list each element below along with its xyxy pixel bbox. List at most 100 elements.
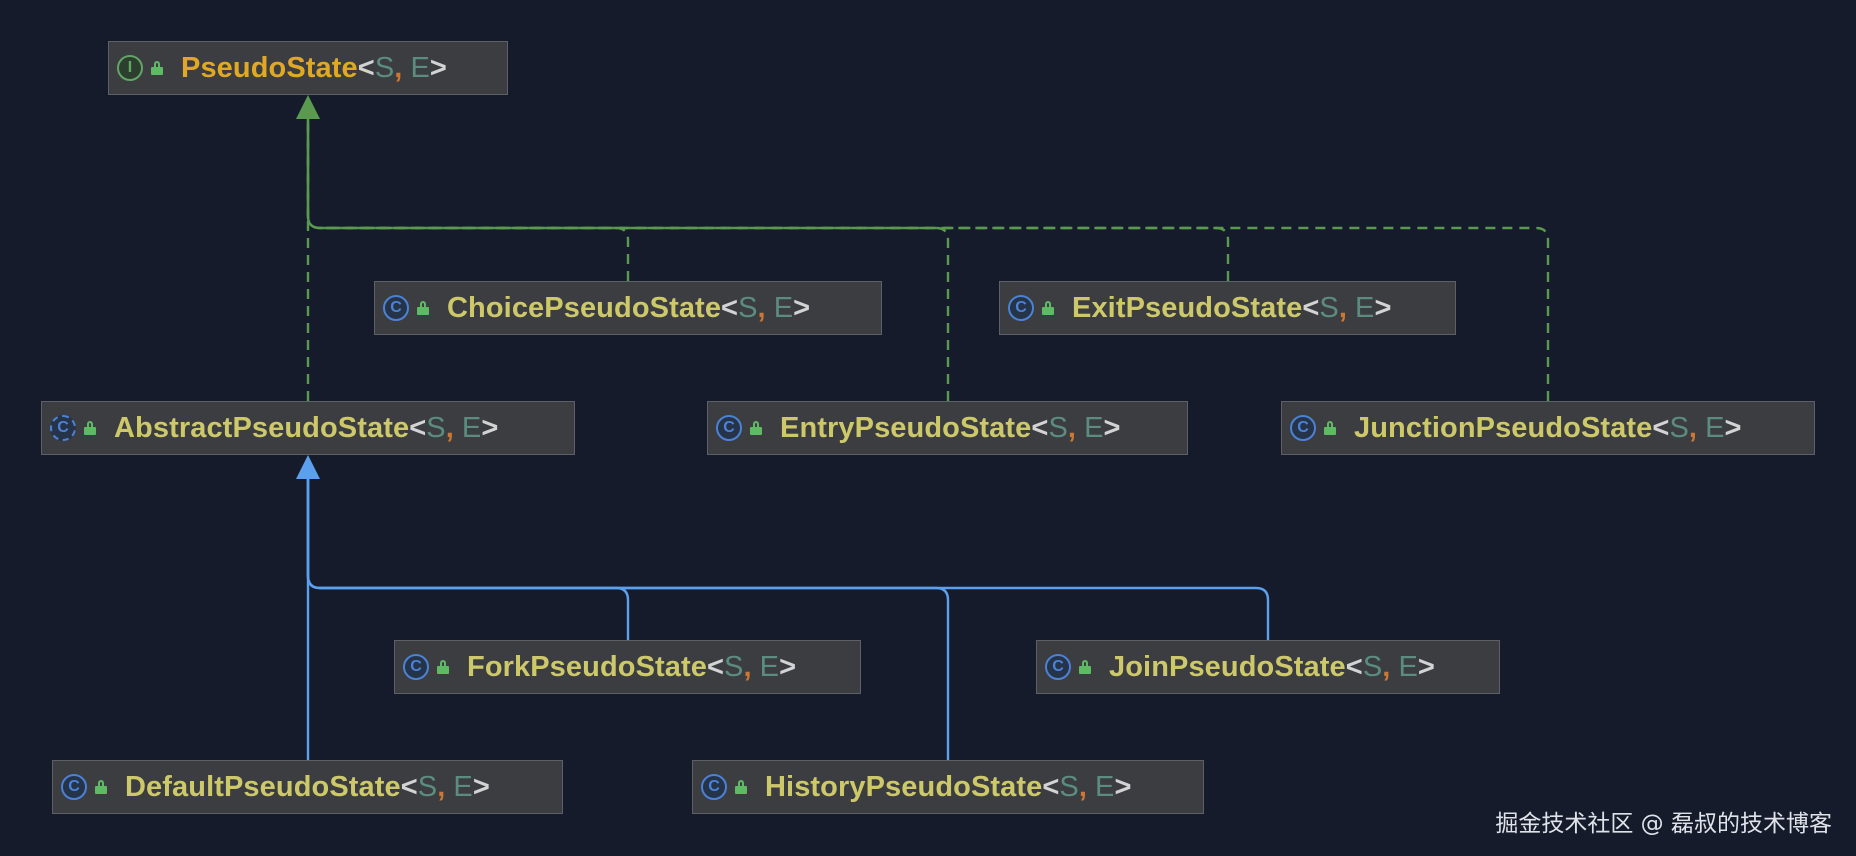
class-icon: C <box>1290 415 1316 441</box>
class-name: ForkPseudoState <box>467 650 707 683</box>
type-close: > <box>481 411 499 444</box>
class-icon: C <box>701 774 727 800</box>
public-lock-icon <box>1079 660 1091 674</box>
public-lock-icon <box>84 421 96 435</box>
class-name: AbstractPseudoState <box>114 411 410 444</box>
class-name: PseudoState <box>181 51 358 84</box>
type-param: E <box>1084 411 1104 444</box>
edge-implements-1 <box>306 115 630 281</box>
type-separator: , <box>1382 650 1391 683</box>
type-close: > <box>1417 650 1435 683</box>
public-lock-icon <box>750 421 762 435</box>
class-label: ChoicePseudoState<S,E> <box>447 292 810 325</box>
type-separator: , <box>445 411 454 444</box>
type-param: E <box>1398 650 1418 683</box>
type-param: E <box>1095 770 1115 803</box>
type-open: < <box>707 650 725 683</box>
type-close: > <box>472 770 490 803</box>
interface-icon: I <box>117 55 143 81</box>
edge-extends-6 <box>306 475 630 640</box>
public-lock-icon <box>417 301 429 315</box>
type-separator: , <box>437 770 446 803</box>
class-icon: C <box>403 654 429 680</box>
type-close: > <box>429 51 447 84</box>
type-separator: , <box>743 650 752 683</box>
public-lock-icon <box>1324 421 1336 435</box>
type-close: > <box>779 650 797 683</box>
type-param: E <box>461 411 482 444</box>
type-close: > <box>1374 291 1392 324</box>
type-open: < <box>1652 411 1670 444</box>
class-node-join-pseudo-state[interactable]: C JoinPseudoState<S,E> <box>1036 640 1500 694</box>
type-param: E <box>410 51 430 84</box>
type-param: S <box>374 51 395 84</box>
type-param: S <box>1362 650 1383 683</box>
class-name: JunctionPseudoState <box>1354 411 1653 444</box>
type-open: < <box>400 770 418 803</box>
public-lock-icon <box>95 780 107 794</box>
class-icon: C <box>383 295 409 321</box>
class-icon: C <box>716 415 742 441</box>
type-param: S <box>1669 411 1689 444</box>
extends-arrowhead <box>296 455 320 479</box>
class-node-choice-pseudo-state[interactable]: C ChoicePseudoState<S,E> <box>374 281 882 335</box>
class-label: ForkPseudoState<S,E> <box>467 651 796 684</box>
class-label: JunctionPseudoState<S,E> <box>1354 412 1742 445</box>
edge-implements-3 <box>306 115 1230 281</box>
type-separator: , <box>394 51 403 84</box>
class-icon: C <box>1045 654 1071 680</box>
type-param: S <box>417 770 438 803</box>
type-param: E <box>1705 411 1725 444</box>
class-name: DefaultPseudoState <box>125 770 401 803</box>
class-name: HistoryPseudoState <box>765 770 1043 803</box>
class-node-junction-pseudo-state[interactable]: C JunctionPseudoState<S,E> <box>1281 401 1815 455</box>
class-label: HistoryPseudoState<S,E> <box>765 771 1132 804</box>
type-separator: , <box>1078 770 1088 803</box>
type-separator: , <box>1338 291 1348 324</box>
type-open: < <box>1302 291 1320 324</box>
class-name: ExitPseudoState <box>1072 291 1303 324</box>
type-separator: , <box>1067 411 1077 444</box>
public-lock-icon <box>1042 301 1054 315</box>
watermark: 掘金技术社区 @ 磊叔的技术博客 <box>1495 811 1832 837</box>
class-node-entry-pseudo-state[interactable]: C EntryPseudoState<S,E> <box>707 401 1188 455</box>
class-node-fork-pseudo-state[interactable]: C ForkPseudoState<S,E> <box>394 640 861 694</box>
type-open: < <box>1042 770 1060 803</box>
public-lock-icon <box>437 660 449 674</box>
type-close: > <box>1103 411 1121 444</box>
class-node-default-pseudo-state[interactable]: C DefaultPseudoState<S,E> <box>52 760 563 814</box>
type-param: S <box>426 411 446 444</box>
type-open: < <box>409 411 427 444</box>
type-param: E <box>1355 291 1375 324</box>
type-open: < <box>1345 650 1363 683</box>
type-close: > <box>1114 770 1132 803</box>
type-param: E <box>773 291 794 324</box>
type-param: S <box>738 291 758 324</box>
edge-extends-8 <box>306 475 1270 640</box>
class-label: EntryPseudoState<S,E> <box>780 412 1121 445</box>
edge-implements-4 <box>306 115 1550 401</box>
class-icon: C <box>1008 295 1034 321</box>
class-node-exit-pseudo-state[interactable]: C ExitPseudoState<S,E> <box>999 281 1456 335</box>
public-lock-icon <box>735 780 747 794</box>
type-param: S <box>724 650 744 683</box>
type-open: < <box>1031 411 1049 444</box>
type-close: > <box>1724 411 1742 444</box>
class-name: ChoicePseudoState <box>447 291 722 324</box>
type-param: E <box>759 650 780 683</box>
class-label: JoinPseudoState<S,E> <box>1109 651 1435 684</box>
type-separator: , <box>1688 411 1698 444</box>
class-node-history-pseudo-state[interactable]: C HistoryPseudoState<S,E> <box>692 760 1204 814</box>
type-close: > <box>793 291 811 324</box>
type-open: < <box>721 291 739 324</box>
class-icon: C <box>61 774 87 800</box>
type-param: S <box>1319 291 1339 324</box>
class-label: AbstractPseudoState<S,E> <box>114 412 498 445</box>
public-lock-icon <box>151 61 163 75</box>
class-label: DefaultPseudoState<S,E> <box>125 771 490 804</box>
class-name: JoinPseudoState <box>1109 650 1346 683</box>
class-label: ExitPseudoState<S,E> <box>1072 292 1392 325</box>
